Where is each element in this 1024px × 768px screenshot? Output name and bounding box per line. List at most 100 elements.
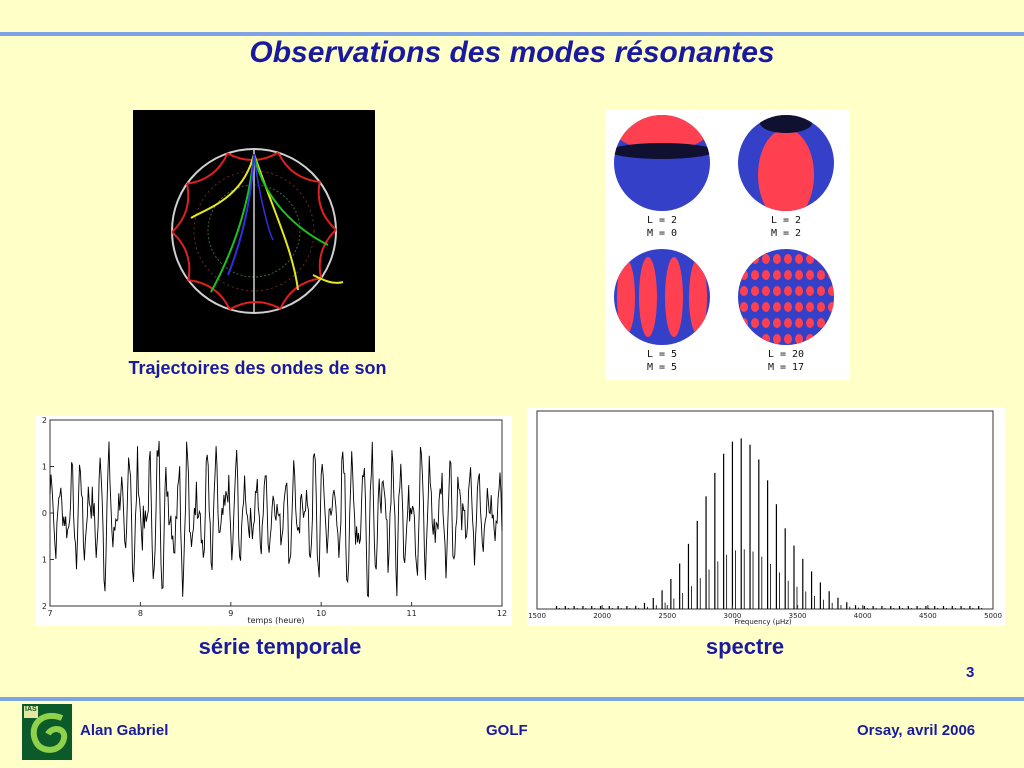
mode-dot [762, 286, 770, 296]
sp-xlabel: Frequency (µHz) [734, 618, 792, 626]
sp-x-tick-label: 3000 [724, 612, 742, 620]
ts-y-tick-label: 2 [42, 602, 47, 611]
mode-dot [795, 254, 803, 264]
red-arc [318, 229, 337, 279]
mode-dot [828, 302, 834, 312]
mode-m-4: M = 17 [767, 362, 805, 373]
page-number: 3 [966, 664, 975, 681]
mode-dot [762, 318, 770, 328]
mode-dot [751, 334, 759, 344]
ts-y-tick-label: 1 [42, 463, 47, 472]
mode-dot [740, 270, 748, 280]
mode-dot [773, 318, 781, 328]
red-arc [188, 279, 231, 310]
mode-dot [773, 302, 781, 312]
mode-dot [740, 334, 748, 344]
modes-panel: L = 2 M = 0 L = 2 M = 2 L = 5 M = 5 L = … [605, 110, 850, 380]
mode-m-2: M = 2 [770, 228, 802, 239]
sp-x-tick-label: 1500 [528, 612, 546, 620]
green-ray-right [253, 153, 329, 246]
blue-ray [227, 153, 255, 276]
top-rule [0, 32, 1024, 36]
footer-author: Alan Gabriel [80, 722, 169, 739]
mode-m-3: M = 5 [646, 362, 678, 373]
mode-dot [817, 286, 825, 296]
trajectory-svg [171, 148, 344, 314]
mode-m-1: M = 0 [646, 228, 678, 239]
logo-swirl-icon [24, 706, 68, 753]
logo-text: IAS [25, 706, 37, 713]
mode-label-2: L = 2 M = 2 [746, 214, 826, 240]
ias-logo: IAS [22, 704, 72, 760]
mode-sphere-3 [614, 249, 710, 345]
mode-dot [795, 318, 803, 328]
ts-x-tick-label: 9 [228, 609, 233, 618]
red-arc [277, 152, 320, 183]
mode-dot [795, 270, 803, 280]
mode-dot [828, 318, 834, 328]
mode-dot [773, 254, 781, 264]
ts-y-tick-label: 2 [42, 416, 47, 425]
ts-x-tick-label: 10 [316, 609, 326, 618]
mode-dot [751, 254, 759, 264]
mode-dot [773, 334, 781, 344]
mode-sphere-1 [614, 115, 710, 211]
sp-x-tick-label: 4000 [854, 612, 872, 620]
ts-y-tick-label: 1 [42, 556, 47, 565]
footer-place-date: Orsay, avril 2006 [857, 722, 976, 739]
mode-l-4: L = 20 [767, 349, 805, 360]
ts-x-tick-label: 8 [138, 609, 143, 618]
mode-dot [795, 302, 803, 312]
sp-x-tick-label: 2500 [658, 612, 676, 620]
sp-x-tick-label: 5000 [984, 612, 1002, 620]
mode-dot [762, 302, 770, 312]
mode-dot [828, 334, 834, 344]
ts-y-tick-label: 0 [42, 509, 47, 518]
mode-dot [828, 286, 834, 296]
mode-dot [806, 286, 814, 296]
slide-title: Observations des modes résonantes [249, 36, 775, 69]
mode-dot [817, 254, 825, 264]
footer-rule [0, 697, 1024, 701]
mode-dot [817, 302, 825, 312]
sp-x-tick-label: 3500 [789, 612, 807, 620]
mode-dot [817, 318, 825, 328]
mode-label-3: L = 5 M = 5 [622, 348, 702, 374]
red-arc [279, 277, 322, 310]
ts-x-tick-label: 12 [497, 609, 507, 618]
blue-ray-short [253, 153, 274, 241]
mode-dot [751, 270, 759, 280]
mode-dot [784, 334, 792, 344]
mode-dot [828, 254, 834, 264]
sp-caption: spectre [705, 634, 785, 659]
ts-series-line [49, 440, 503, 598]
mode-dot [806, 334, 814, 344]
ts-xlabel: temps (heure) [248, 616, 305, 625]
footer-project: GOLF [486, 722, 528, 739]
mode-dot [795, 286, 803, 296]
mode-dot [740, 286, 748, 296]
mode-dot [762, 254, 770, 264]
red-arc [186, 152, 229, 185]
mode-l-3: L = 5 [646, 349, 678, 360]
mode-dot [784, 270, 792, 280]
mode-dot [773, 286, 781, 296]
mode-dot [817, 334, 825, 344]
yellow-ray-low [312, 274, 344, 284]
sp-frame [536, 410, 994, 610]
mode-dot [751, 286, 759, 296]
mode-l-2: L = 2 [770, 215, 802, 226]
mode-dot [740, 318, 748, 328]
ts-x-tick-label: 11 [407, 609, 417, 618]
mode-dot [828, 270, 834, 280]
mode-l-1: L = 2 [646, 215, 678, 226]
mode-dot [740, 302, 748, 312]
green-ray-left [210, 153, 255, 293]
mode-dot [784, 286, 792, 296]
yellow-ray-left [190, 153, 255, 219]
mode-dot [784, 254, 792, 264]
mode-dot [762, 270, 770, 280]
